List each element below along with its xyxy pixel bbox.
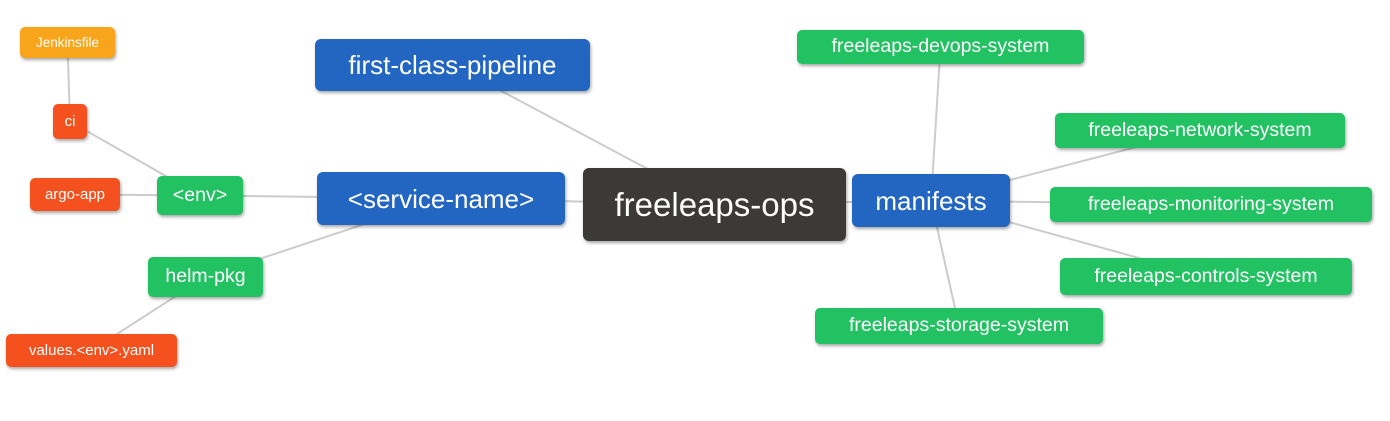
node-freeleaps-storage-system[interactable]: freeleaps-storage-system	[815, 308, 1103, 344]
node-freeleaps-monitoring-system[interactable]: freeleaps-monitoring-system	[1050, 187, 1372, 222]
node-first-class-pipeline[interactable]: first-class-pipeline	[315, 39, 590, 91]
node-ci[interactable]: ci	[53, 104, 87, 139]
node-freeleaps-controls-system[interactable]: freeleaps-controls-system	[1060, 258, 1352, 295]
node-values-env-yaml[interactable]: values.<env>.yaml	[6, 334, 177, 367]
node-helm-pkg[interactable]: helm-pkg	[148, 257, 263, 297]
node-argo-app[interactable]: argo-app	[30, 178, 120, 211]
node-freeleaps-devops-system[interactable]: freeleaps-devops-system	[797, 30, 1084, 64]
node-manifests[interactable]: manifests	[852, 174, 1010, 227]
node-jenkinsfile[interactable]: Jenkinsfile	[20, 27, 115, 58]
node-env[interactable]: <env>	[157, 176, 243, 215]
node-freeleaps-network-system[interactable]: freeleaps-network-system	[1055, 113, 1345, 148]
node-service-name[interactable]: <service-name>	[317, 172, 565, 225]
node-freeleaps-ops[interactable]: freeleaps-ops	[583, 168, 846, 241]
